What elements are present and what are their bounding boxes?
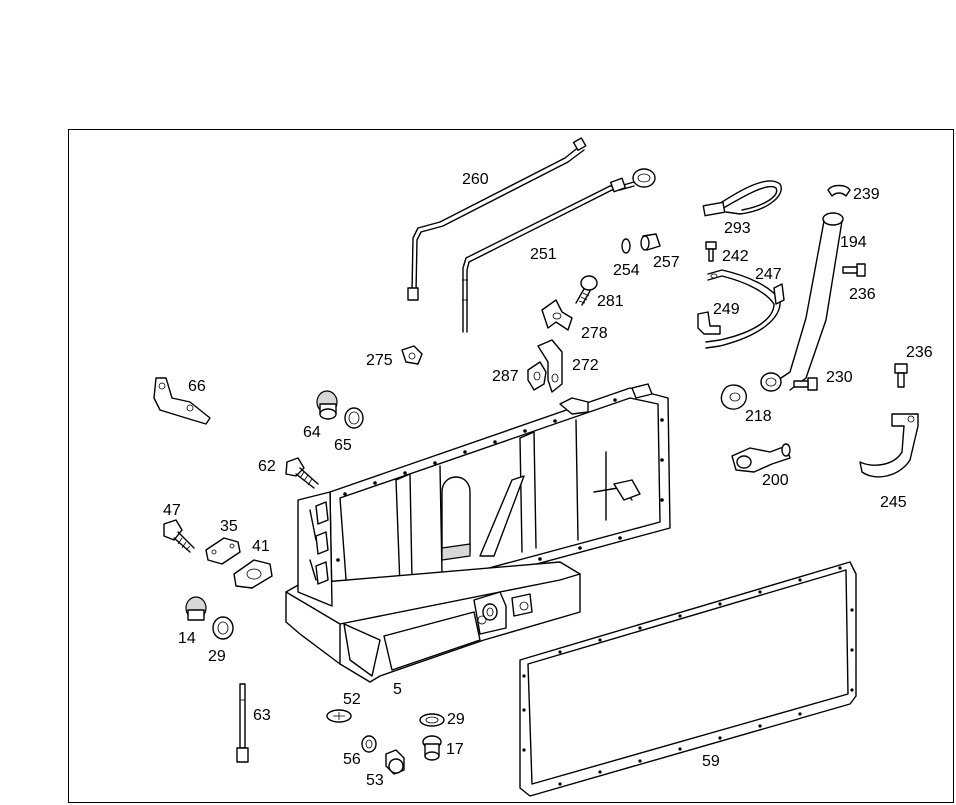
- part-labels: 260 251 254 257 281 278 275 272 287 293 …: [163, 171, 933, 789]
- label-66: 66: [188, 378, 206, 395]
- part-29-washer-left: [212, 616, 234, 640]
- label-260: 260: [462, 171, 489, 188]
- part-242-bolt: [705, 241, 717, 262]
- label-29-right: 29: [447, 711, 465, 728]
- part-272-bracket: [537, 339, 563, 393]
- label-41: 41: [252, 538, 270, 555]
- part-236-bolt-top: [842, 263, 866, 277]
- label-247: 247: [755, 266, 782, 283]
- part-29-washer-right: [419, 713, 445, 727]
- part-239-clip: [827, 184, 851, 197]
- part-56-washer: [361, 735, 377, 753]
- label-194: 194: [840, 234, 867, 251]
- label-14: 14: [178, 630, 196, 647]
- label-236-right: 236: [906, 344, 933, 361]
- part-66-bracket: [153, 377, 211, 425]
- label-17: 17: [446, 741, 464, 758]
- part-260-guide-tube: [407, 137, 587, 301]
- part-64-plug: [316, 390, 338, 420]
- label-281: 281: [597, 293, 624, 310]
- part-41-gasket: [233, 559, 273, 589]
- label-236-top: 236: [849, 286, 876, 303]
- label-52: 52: [343, 691, 361, 708]
- label-47: 47: [163, 502, 181, 519]
- part-249-bracket: [697, 311, 721, 335]
- part-245-bracket: [859, 413, 919, 478]
- part-200-elbow: [731, 443, 791, 473]
- part-14-plug: [185, 596, 207, 621]
- part-254-ring: [621, 238, 631, 254]
- label-62: 62: [258, 458, 276, 475]
- label-249: 249: [713, 301, 740, 318]
- label-254: 254: [613, 262, 640, 279]
- label-275: 275: [366, 352, 393, 369]
- label-35: 35: [220, 518, 238, 535]
- label-53: 53: [366, 772, 384, 789]
- label-239: 239: [853, 186, 880, 203]
- label-287: 287: [492, 368, 519, 385]
- label-293: 293: [724, 220, 751, 237]
- part-230-bolt: [793, 377, 818, 391]
- part-53-drain-plug: [385, 749, 405, 775]
- part-293-cable-tie: [702, 180, 782, 217]
- part-236-bolt-right: [894, 363, 908, 388]
- part-52-washer: [326, 709, 352, 723]
- label-245: 245: [880, 494, 907, 511]
- part-287-spacer: [527, 361, 547, 391]
- label-272: 272: [572, 357, 599, 374]
- label-257: 257: [653, 254, 680, 271]
- label-64: 64: [303, 424, 321, 441]
- label-251: 251: [530, 246, 557, 263]
- part-47-bolt: [163, 519, 195, 553]
- part-247-strap: [705, 269, 785, 349]
- part-59-gasket: [519, 561, 857, 797]
- part-35-cover: [205, 537, 241, 565]
- label-29-left: 29: [208, 648, 226, 665]
- part-257-sleeve: [640, 233, 661, 251]
- label-65: 65: [334, 437, 352, 454]
- label-200: 200: [762, 472, 789, 489]
- label-242: 242: [722, 248, 749, 265]
- part-65-washer: [344, 407, 364, 429]
- part-278-clamp: [541, 299, 573, 331]
- part-218-gasket: [720, 384, 747, 410]
- part-275-clip: [401, 345, 423, 365]
- label-5: 5: [393, 681, 402, 698]
- label-63: 63: [253, 707, 271, 724]
- part-62-bolt: [285, 457, 319, 489]
- part-5-oil-pan: [285, 383, 671, 683]
- part-63-sensor: [236, 683, 249, 763]
- part-251-dipstick: [462, 168, 656, 333]
- part-17-plug: [422, 735, 442, 761]
- label-59: 59: [702, 753, 720, 770]
- label-230: 230: [826, 369, 853, 386]
- part-281-bolt: [575, 275, 598, 306]
- label-56: 56: [343, 751, 361, 768]
- label-278: 278: [581, 325, 608, 342]
- label-218: 218: [745, 408, 772, 425]
